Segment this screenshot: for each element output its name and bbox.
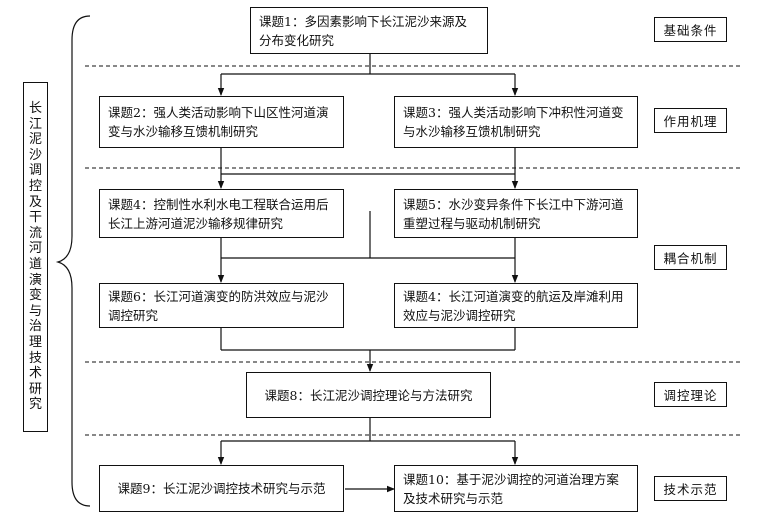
layer-separators [85,65,742,436]
topic-5-label: 课题5：水沙变异条件下长江中下游河道重塑过程与驱动机制研究 [403,196,624,231]
topic-9-label: 课题9：长江泥沙调控技术研究与示范 [117,481,326,496]
layer-tag-mechanism: 作用机理 [654,108,727,133]
topic-4-box: 课题4：控制性水利水电工程联合运用后长江上游河道泥沙输移规律研究 [99,189,344,238]
flow-arrows [217,54,519,493]
topic-10-label: 课题10：基于泥沙调控的河道治理方案及技术研究与示范 [403,471,619,506]
vertical-project-title: 长江泥沙调控及干流河道演变与治理技术研究 [23,82,48,432]
topic-1-label: 课题1：多因素影响下长江泥沙来源及分布变化研究 [259,13,467,48]
topic-7-label: 课题4：长江河道演变的航运及岸滩利用效应与泥沙调控研究 [403,288,624,323]
topic-6-label: 课题6：长江河道演变的防洪效应与泥沙调控研究 [108,288,329,323]
layer-tag-regulation: 调控理论 [654,382,727,407]
topic-3-label: 课题3：强人类活动影响下冲积性河道变与水沙输移互馈机制研究 [403,105,624,139]
topic-8-label: 课题8：长江泥沙调控理论与方法研究 [264,387,473,403]
layer-tag-coupling: 耦合机制 [654,245,727,270]
layer-tag-basic: 基础条件 [654,17,727,42]
topic-7-box: 课题4：长江河道演变的航运及岸滩利用效应与泥沙调控研究 [394,283,638,328]
topic-6-box: 课题6：长江河道演变的防洪效应与泥沙调控研究 [99,283,344,328]
topic-4-label: 课题4：控制性水利水电工程联合运用后长江上游河道泥沙输移规律研究 [108,196,329,231]
layer-tag-demo: 技术示范 [654,476,727,501]
topic-10-box: 课题10：基于泥沙调控的河道治理方案及技术研究与示范 [394,465,638,512]
topic-1-box: 课题1：多因素影响下长江泥沙来源及分布变化研究 [250,7,488,54]
topic-8-box: 课题8：长江泥沙调控理论与方法研究 [246,372,491,418]
outer-brace [55,15,91,507]
topic-5-box: 课题5：水沙变异条件下长江中下游河道重塑过程与驱动机制研究 [394,189,638,238]
topic-3-box: 课题3：强人类活动影响下冲积性河道变与水沙输移互馈机制研究 [394,96,638,148]
topic-2-box: 课题2：强人类活动影响下山区性河道演变与水沙输移互馈机制研究 [99,96,344,148]
topic-2-label: 课题2：强人类活动影响下山区性河道演变与水沙输移互馈机制研究 [108,105,329,139]
topic-9-box: 课题9：长江泥沙调控技术研究与示范 [99,465,344,512]
